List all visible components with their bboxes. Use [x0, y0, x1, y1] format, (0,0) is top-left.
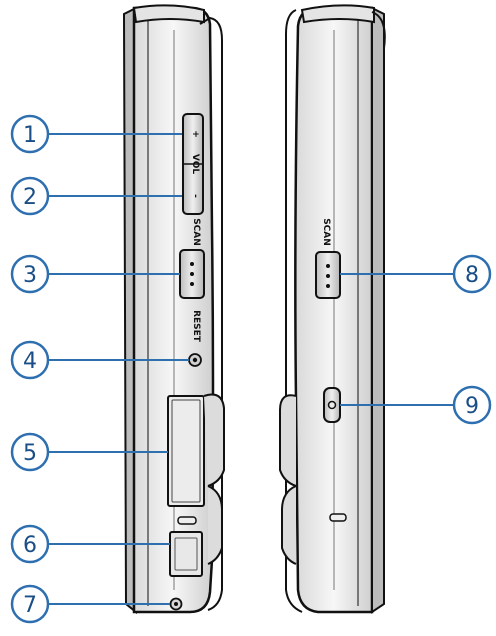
callout-9-circle	[452, 385, 492, 425]
right-view-top-cap	[300, 4, 375, 24]
right-side-key-bulge	[279, 394, 297, 487]
connector-port[interactable]	[169, 531, 203, 577]
callout-bubbles	[10, 114, 492, 624]
callout-5: 5	[23, 441, 37, 466]
right-view-front-edge	[285, 9, 303, 613]
left-side-key-bulge-2	[207, 485, 223, 565]
callout-7: 7	[23, 593, 37, 618]
callout-4-circle	[10, 340, 50, 380]
callout-2-circle	[10, 176, 50, 216]
leader-lines	[48, 133, 454, 605]
callout-4: 4	[23, 349, 37, 374]
callout-8: 8	[465, 263, 479, 288]
left-side-key-bulge	[203, 393, 225, 487]
reset-hole[interactable]	[188, 353, 202, 367]
right-side-key-bulge-2	[281, 485, 297, 565]
right-vent-slot	[329, 513, 347, 522]
callout-3-circle	[10, 254, 50, 294]
left-scan-label: SCAN	[191, 218, 201, 246]
card-slot-cover[interactable]	[167, 395, 205, 507]
right-view-back-edge	[371, 6, 385, 614]
right-scan-key[interactable]	[315, 251, 341, 299]
left-scan-key[interactable]	[179, 249, 205, 299]
right-side-view: SCAN	[279, 4, 386, 614]
right-view-top-hook	[371, 11, 386, 49]
callout-9: 9	[465, 394, 479, 419]
callout-3: 3	[23, 263, 37, 288]
callout-6-circle	[10, 524, 50, 564]
callout-numbers: 1 2 3 4 5 6 7 8 9	[23, 123, 479, 618]
volume-up-symbol: +	[190, 130, 200, 138]
callout-8-circle	[452, 254, 492, 294]
callout-5-circle	[10, 432, 50, 472]
left-view-front-edge	[199, 16, 223, 611]
left-vent-slot	[177, 516, 197, 525]
strap-hole[interactable]	[169, 597, 183, 611]
volume-rocker[interactable]: + - VOL	[182, 113, 204, 215]
callout-1-circle	[10, 114, 50, 154]
volume-label: VOL	[190, 154, 200, 174]
power-button[interactable]	[323, 387, 341, 423]
callout-1: 1	[23, 123, 37, 148]
callout-7-circle	[10, 584, 50, 624]
reset-label: RESET	[191, 310, 201, 343]
left-view-top-cap	[132, 4, 205, 24]
callout-2: 2	[23, 185, 37, 210]
callout-6: 6	[23, 533, 37, 558]
volume-down-symbol: -	[190, 194, 200, 198]
right-scan-label: SCAN	[321, 218, 331, 246]
left-side-view: + - VOL SCAN RESET	[122, 4, 225, 615]
